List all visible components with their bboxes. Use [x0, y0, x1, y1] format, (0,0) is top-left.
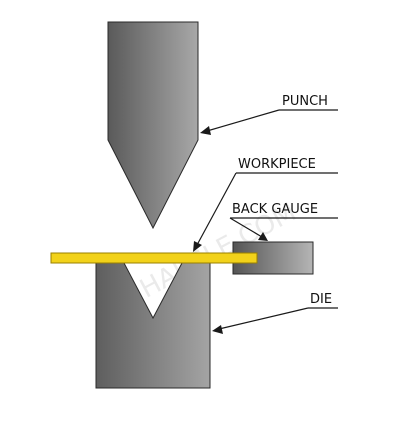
workpiece-label: WORKPIECE: [238, 157, 316, 172]
back-gauge-label: BACK GAUGE: [232, 202, 318, 217]
punch-tool: [107, 21, 199, 230]
back-gauge-arrowhead: [258, 232, 268, 241]
punch-label: PUNCH: [282, 94, 328, 109]
die-leader-line: [218, 307, 309, 330]
workpiece-leader-line: [196, 172, 237, 246]
workpiece-sheet: [50, 252, 258, 264]
back-gauge-leader-line: [229, 217, 263, 238]
punch-leader-line: [206, 109, 280, 132]
punch-arrowhead: [200, 126, 211, 135]
die-arrowhead: [212, 325, 223, 334]
workpiece-arrowhead: [193, 241, 202, 252]
die-label: DIE: [310, 292, 332, 307]
